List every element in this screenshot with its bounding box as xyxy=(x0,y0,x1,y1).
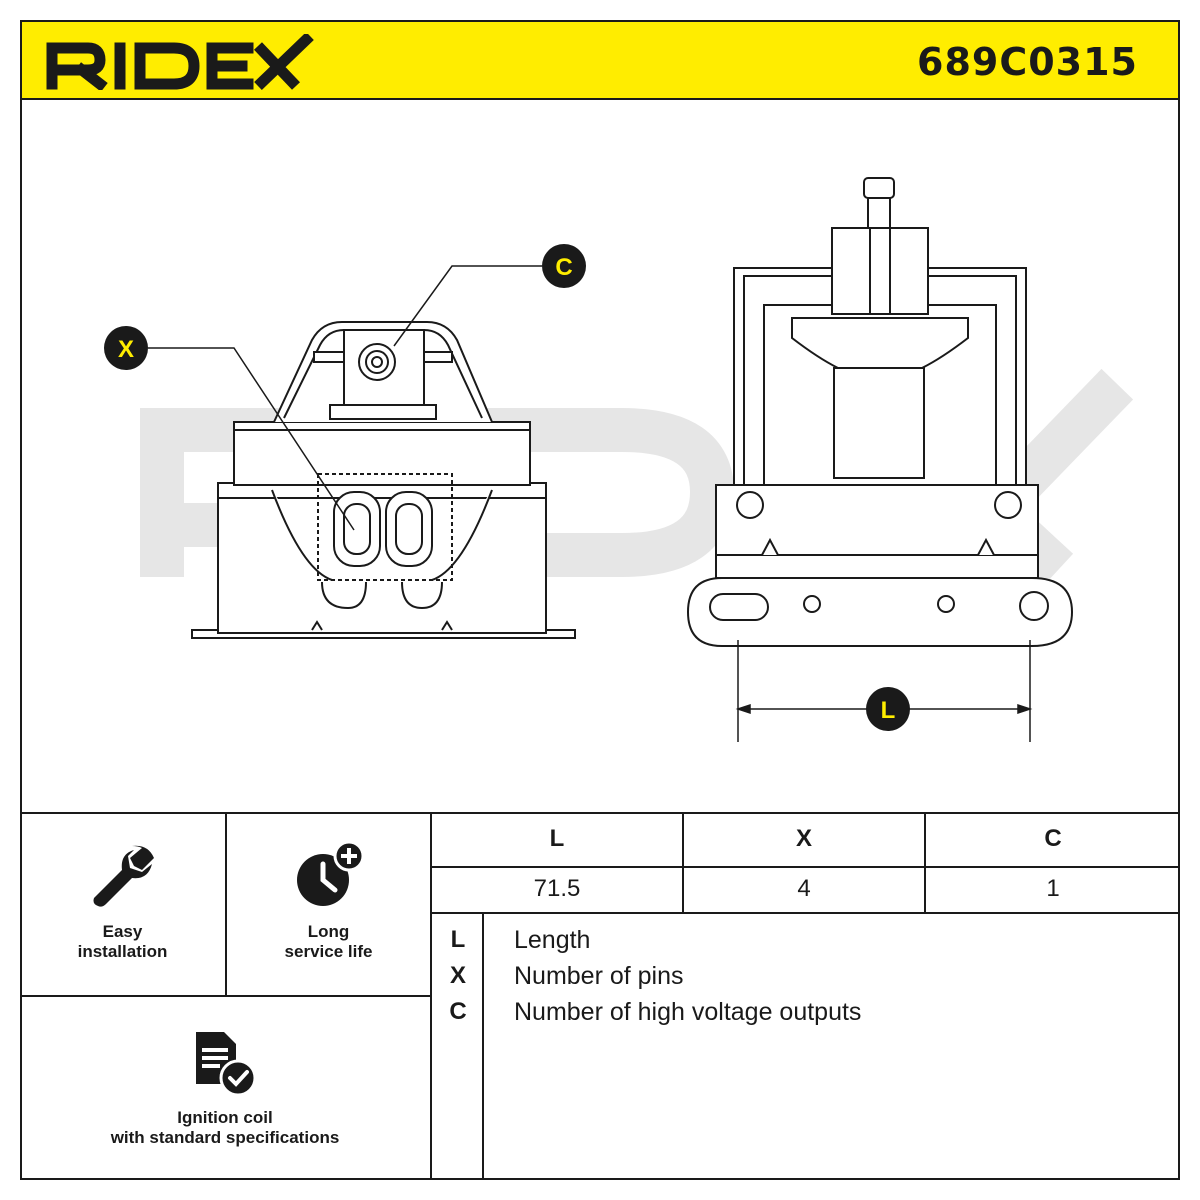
callout-c: C xyxy=(542,244,586,288)
coil-side-view xyxy=(191,321,576,639)
legend-key-x: X xyxy=(449,962,466,989)
feature-line1: Long xyxy=(307,922,350,941)
spec-value-x: 4 xyxy=(797,875,811,902)
feature-line1: Easy xyxy=(102,922,143,941)
divider xyxy=(430,866,1180,868)
spec-header-l: L xyxy=(549,825,565,852)
feature-line2: installation xyxy=(77,942,168,961)
technical-drawing: C X L xyxy=(104,177,1134,742)
legend-key-l: L xyxy=(450,926,466,953)
callout-x-label: X xyxy=(118,336,134,363)
feature-easy-installation: Easy installation xyxy=(20,842,225,962)
divider xyxy=(682,812,684,912)
spec-header-c: C xyxy=(1044,825,1062,852)
feature-standard-specifications: Ignition coil with standard specificatio… xyxy=(20,1028,430,1148)
divider xyxy=(924,812,926,912)
part-number: 689C0315 xyxy=(917,40,1138,84)
callout-c-label: C xyxy=(555,254,572,281)
clock-plus-icon xyxy=(296,840,364,906)
legend-label-pins: Number of pins xyxy=(514,962,684,990)
legend-label-length: Length xyxy=(514,926,591,954)
wrench-icon xyxy=(93,845,154,907)
spec-value-l: 71.5 xyxy=(533,875,581,902)
header-bar: 689C0315 xyxy=(20,20,1180,100)
divider xyxy=(20,995,430,997)
legend-label-outputs: Number of high voltage outputs xyxy=(514,998,862,1026)
divider xyxy=(430,912,1180,914)
leader-line-c xyxy=(393,265,542,347)
legend-key-c: C xyxy=(449,998,467,1025)
feature-long-service-life: Long service life xyxy=(227,840,430,962)
callout-x: X xyxy=(104,326,148,370)
leader-line-x xyxy=(148,347,355,531)
spec-area: Easy installation Long service life Igni… xyxy=(20,812,1180,1180)
spec-value-c: 1 xyxy=(1046,875,1060,902)
feature-line2: service life xyxy=(284,942,373,961)
spec-header-x: X xyxy=(795,825,812,852)
divider xyxy=(225,812,227,996)
callout-l: L xyxy=(866,687,910,731)
feature-line2: with standard specifications xyxy=(110,1128,340,1147)
feature-line1: Ignition coil xyxy=(177,1108,273,1127)
divider xyxy=(482,912,484,1180)
document-check-icon xyxy=(196,1032,257,1097)
coil-front-view xyxy=(686,177,1074,647)
divider xyxy=(20,812,1180,814)
ridex-logo xyxy=(46,34,314,90)
callout-l-label: L xyxy=(881,697,896,724)
divider xyxy=(430,812,432,1180)
